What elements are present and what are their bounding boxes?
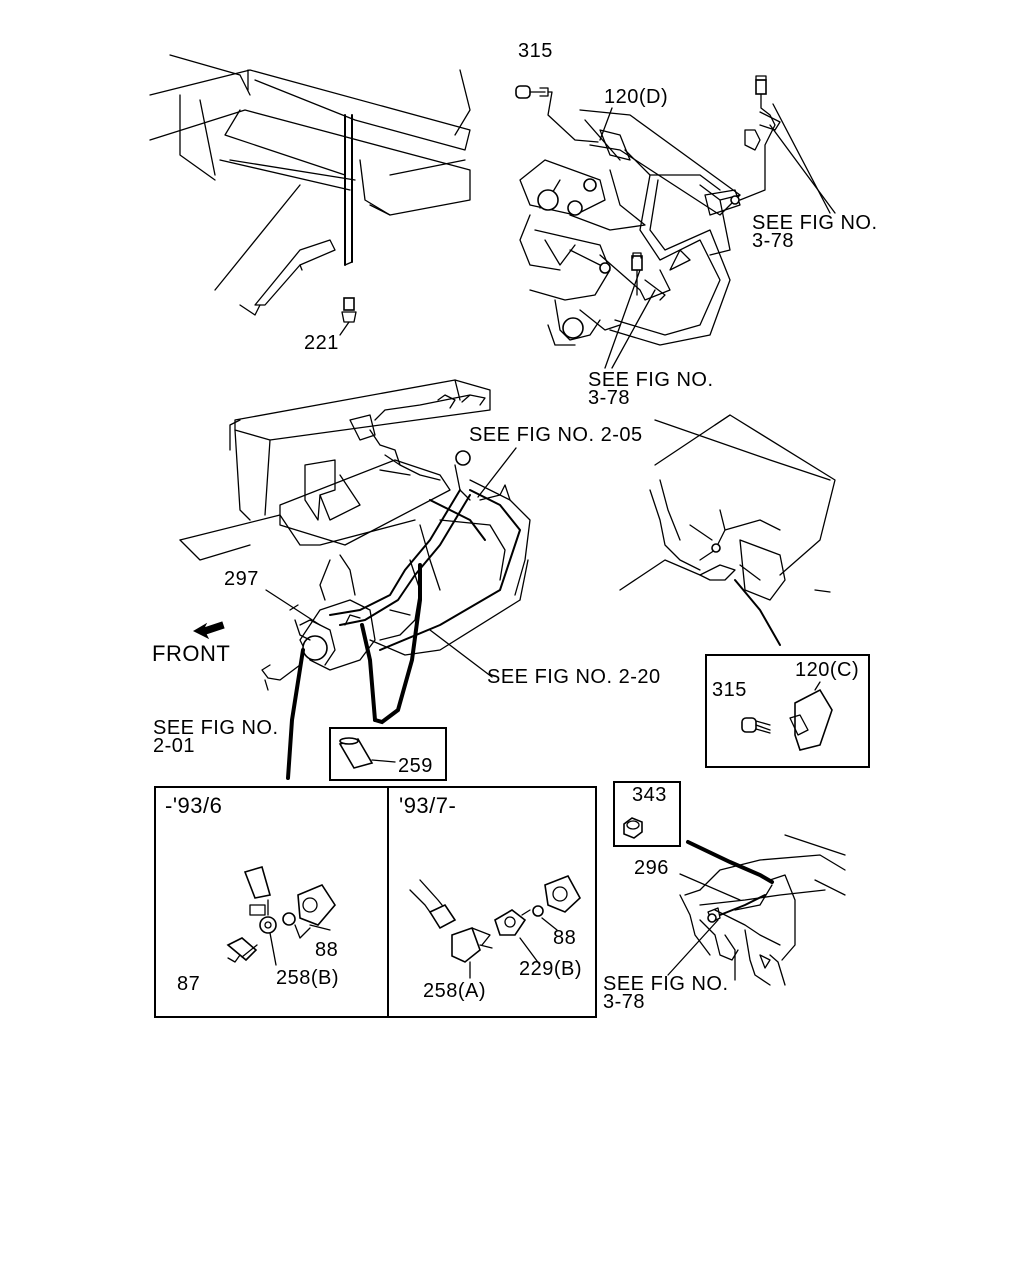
see-fig-3-78-lower-line1: SEE FIG NO. [603, 973, 729, 995]
leader-lines-bottom [241, 873, 741, 979]
part-number-221: 221 [304, 332, 339, 354]
part-number-296: 296 [634, 857, 669, 879]
cab-frame-illustration [149, 54, 471, 336]
see-fig-2-20: SEE FIG NO. 2-20 [487, 666, 661, 688]
see-fig-2-05: SEE FIG NO. 2-05 [469, 424, 643, 446]
front-label: FRONT [152, 641, 231, 666]
bracket-detail-illustration [619, 414, 836, 646]
part-number-258b: 258(B) [276, 967, 340, 989]
inset-343 [613, 781, 681, 847]
inset-variants [154, 786, 597, 1018]
part-number-297: 297 [224, 568, 259, 590]
era-label-pre-93-6: -'93/6 [165, 793, 223, 818]
inset-120c [705, 654, 870, 768]
front-arrow-icon [192, 621, 225, 640]
tank-harness-illustration [179, 379, 531, 780]
part-number-315-inset: 315 [712, 679, 747, 701]
part-number-120c: 120(C) [795, 659, 860, 681]
harness-296-illustration [679, 834, 846, 986]
engine-harness-illustration [515, 75, 781, 346]
part-number-343: 343 [632, 784, 667, 806]
leader-lines-middle [265, 447, 517, 678]
part-number-87: 87 [177, 973, 201, 995]
see-fig-3-78-upper-line2: 3-78 [752, 230, 795, 252]
era-label-post-93-7: '93/7- [399, 793, 457, 818]
see-fig-2-01-line1: SEE FIG NO. [153, 717, 279, 739]
part-number-315-top: 315 [518, 40, 553, 62]
inset-259 [329, 727, 447, 781]
see-fig-3-78-lower-line2: 3-78 [603, 991, 646, 1013]
see-fig-3-78-middle-line1: SEE FIG NO. [588, 369, 714, 391]
part-number-88-right: 88 [553, 927, 577, 949]
part-number-258a: 258(A) [423, 980, 487, 1002]
part-number-259: 259 [398, 755, 433, 777]
part-number-229b: 229(B) [519, 958, 583, 980]
part-number-88-left: 88 [315, 939, 339, 961]
see-fig-3-78-middle-line2: 3-78 [588, 387, 631, 409]
part-number-120d: 120(D) [604, 86, 669, 108]
see-fig-2-01-line2: 2-01 [153, 735, 196, 757]
leader-lines-top [599, 103, 836, 369]
see-fig-3-78-upper-line1: SEE FIG NO. [752, 212, 878, 234]
